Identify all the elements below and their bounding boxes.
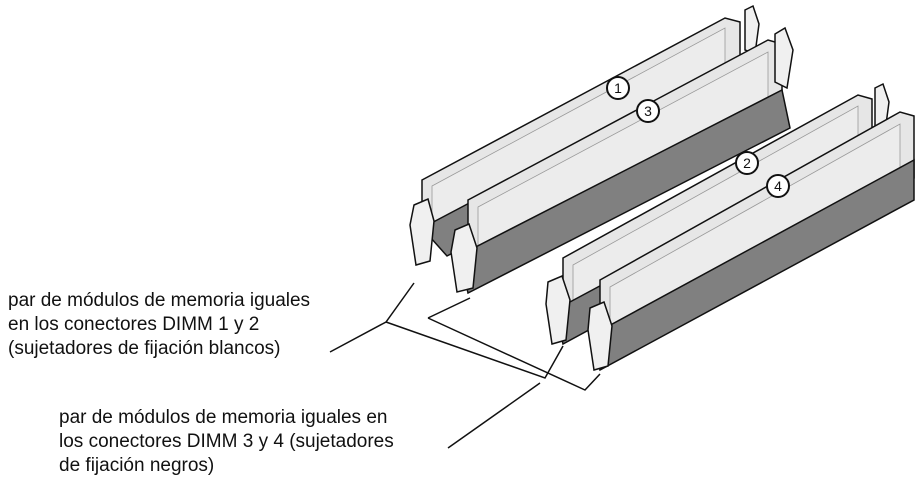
svg-text:3: 3 [644,103,652,119]
leader-line-black-clips [427,297,601,449]
svg-text:4: 4 [774,178,782,194]
callout-2: 2 [735,151,759,175]
dimm-module-3 [450,26,794,295]
callout-4: 4 [766,174,790,198]
callout-3: 3 [636,99,660,123]
label-white-clips-pair: par de módulos de memoria iguales en los… [8,290,311,359]
svg-text:2: 2 [743,155,751,171]
label-black-clips-pair: par de módulos de memoria iguales en los… [59,407,394,476]
leader-line-white-clips [329,282,564,379]
svg-text:1: 1 [614,80,622,96]
dimm-module-4 [587,111,915,372]
callout-1: 1 [606,76,630,100]
